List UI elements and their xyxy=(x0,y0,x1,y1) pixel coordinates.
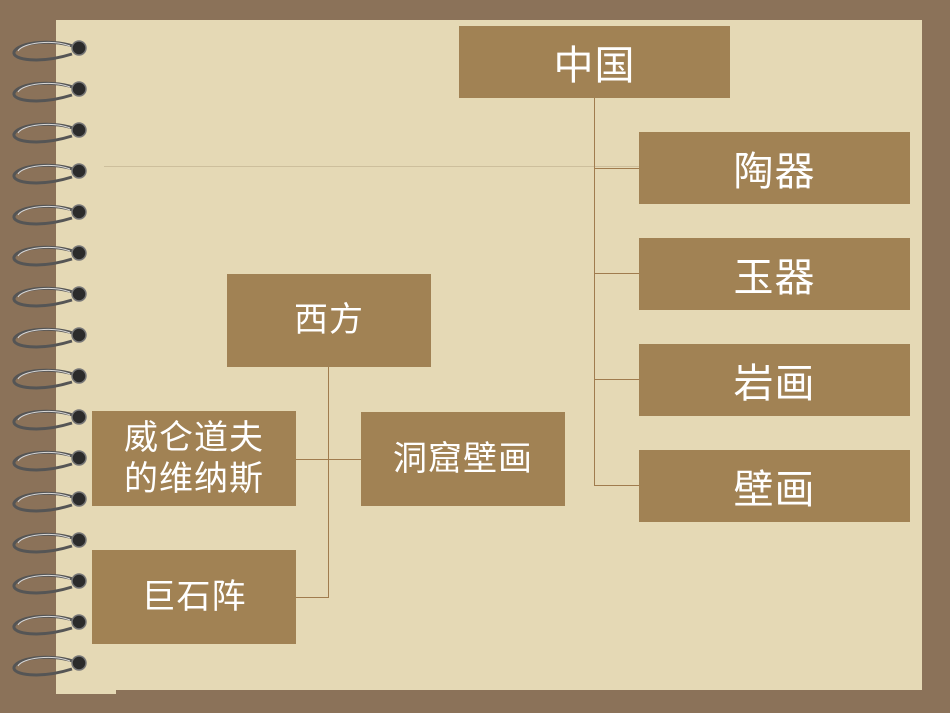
binding-ring xyxy=(12,368,79,390)
binding-hole xyxy=(71,327,87,343)
connector-china-mural xyxy=(594,485,640,486)
binding-ring xyxy=(12,573,79,595)
node-cave-painting: 洞窟壁画 xyxy=(361,412,565,506)
binding-ring-highlight xyxy=(17,574,71,585)
binding-ring-highlight xyxy=(17,246,71,257)
binding-hole xyxy=(71,245,87,261)
node-venus-willendorf: 威仑道夫 的维纳斯 xyxy=(92,411,296,506)
binding-hole xyxy=(71,122,87,138)
connector-west-stonehenge xyxy=(296,597,329,598)
binding-hole xyxy=(71,573,87,589)
connector-west-venus xyxy=(296,459,362,460)
binding-hole xyxy=(71,409,87,425)
connector-west-trunk xyxy=(328,367,329,598)
binding-hole xyxy=(71,163,87,179)
node-pottery: 陶器 xyxy=(639,132,910,204)
binding-ring-highlight xyxy=(17,533,71,544)
binding-ring-highlight xyxy=(17,328,71,339)
binding-ring xyxy=(12,40,79,62)
connector-china-pottery xyxy=(594,168,640,169)
connector-china-trunk xyxy=(594,98,595,485)
binding-hole xyxy=(71,81,87,97)
binding-hole xyxy=(71,655,87,671)
binding-ring xyxy=(12,245,79,267)
binding-ring xyxy=(12,122,79,144)
node-mural-china: 壁画 xyxy=(639,450,910,522)
binding-ring xyxy=(12,409,79,431)
binding-ring-highlight xyxy=(17,410,71,421)
binding-ring-highlight xyxy=(17,492,71,503)
binding-hole xyxy=(71,286,87,302)
binding-hole xyxy=(71,614,87,630)
binding-ring xyxy=(12,450,79,472)
connector-china-rock-art xyxy=(594,379,640,380)
binding-hole xyxy=(71,368,87,384)
spiral-binding-icon xyxy=(12,40,87,677)
binding-ring xyxy=(12,163,79,185)
node-china: 中国 xyxy=(459,26,730,98)
binding-ring xyxy=(12,491,79,513)
node-jade: 玉器 xyxy=(639,238,910,310)
binding-hole xyxy=(71,532,87,548)
binding-ring-highlight xyxy=(17,451,71,462)
node-stonehenge: 巨石阵 xyxy=(92,550,296,644)
binding-ring-highlight xyxy=(17,123,71,134)
binding-ring-highlight xyxy=(17,369,71,380)
page-edge xyxy=(56,690,116,694)
binding-ring-highlight xyxy=(17,615,71,626)
binding-ring xyxy=(12,81,79,103)
binding-hole xyxy=(71,40,87,56)
binding-hole xyxy=(71,491,87,507)
binding-ring xyxy=(12,614,79,636)
node-west: 西方 xyxy=(227,274,431,367)
binding-ring xyxy=(12,655,79,677)
binding-ring xyxy=(12,204,79,226)
binding-hole xyxy=(71,204,87,220)
ruled-line xyxy=(104,166,640,167)
node-rock-art: 岩画 xyxy=(639,344,910,416)
binding-ring-highlight xyxy=(17,164,71,175)
binding-ring xyxy=(12,327,79,349)
binding-ring-highlight xyxy=(17,656,71,667)
connector-china-jade xyxy=(594,273,640,274)
binding-ring-highlight xyxy=(17,41,71,52)
binding-ring-highlight xyxy=(17,287,71,298)
binding-ring xyxy=(12,532,79,554)
binding-ring-highlight xyxy=(17,205,71,216)
binding-hole xyxy=(71,450,87,466)
binding-ring-highlight xyxy=(17,82,71,93)
binding-ring xyxy=(12,286,79,308)
